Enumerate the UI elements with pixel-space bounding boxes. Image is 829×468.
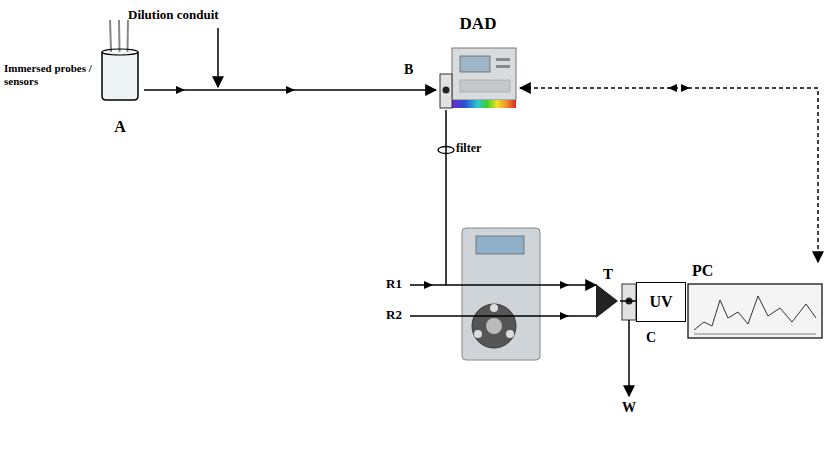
pc-box: PC (688, 262, 822, 338)
peristaltic-pump (462, 228, 540, 360)
flow-cell (440, 74, 452, 108)
part-label: Dilution conduit (128, 8, 219, 23)
dilution-arrow (217, 28, 219, 87)
flow-line (446, 110, 596, 285)
dad-panel (460, 80, 510, 92)
pump-roller (506, 330, 514, 338)
pc-screen (688, 284, 822, 338)
pump-display (476, 236, 524, 254)
part-label: B (404, 62, 413, 78)
part-label: Immersed probes / sensors (4, 62, 98, 87)
dad-button (496, 65, 510, 68)
part-label: C (646, 330, 656, 346)
node-label: UV (649, 293, 672, 311)
uv-detector: UV (636, 282, 686, 322)
sample-vessel: A (96, 40, 144, 136)
flow-arrowhead (560, 312, 569, 320)
node-label: PC (692, 262, 713, 280)
pump-roller (474, 330, 482, 338)
flow-cell-window (443, 87, 450, 94)
pc-axis (694, 334, 816, 335)
spectrum-bar (452, 100, 516, 108)
part-label: R1 (386, 277, 402, 292)
mixing-tee: T (596, 266, 620, 320)
dad-instrument (452, 48, 516, 100)
part-label: R2 (386, 308, 402, 323)
dad-detector: DAD (436, 14, 520, 110)
node-label: DAD (460, 14, 497, 34)
pump-rotor (472, 304, 516, 348)
flow-arrowhead (424, 281, 433, 289)
dad-button (496, 58, 510, 61)
dad-display (460, 56, 490, 72)
flow-line (620, 300, 636, 302)
part-label: W (622, 400, 636, 416)
part-label: filter (456, 142, 481, 156)
tee-shape (596, 284, 620, 320)
pc-signal (694, 296, 816, 330)
node-label: T (603, 266, 613, 283)
flow-line (144, 89, 436, 91)
flow-cell (622, 284, 636, 320)
node-label: A (114, 118, 126, 136)
beaker (102, 52, 138, 100)
waste-arrow (628, 320, 630, 396)
beaker-rim (102, 49, 138, 55)
data-link (520, 88, 818, 262)
tee-triangle (596, 284, 618, 318)
pump-roller (490, 304, 498, 312)
pump-hub (486, 318, 502, 334)
